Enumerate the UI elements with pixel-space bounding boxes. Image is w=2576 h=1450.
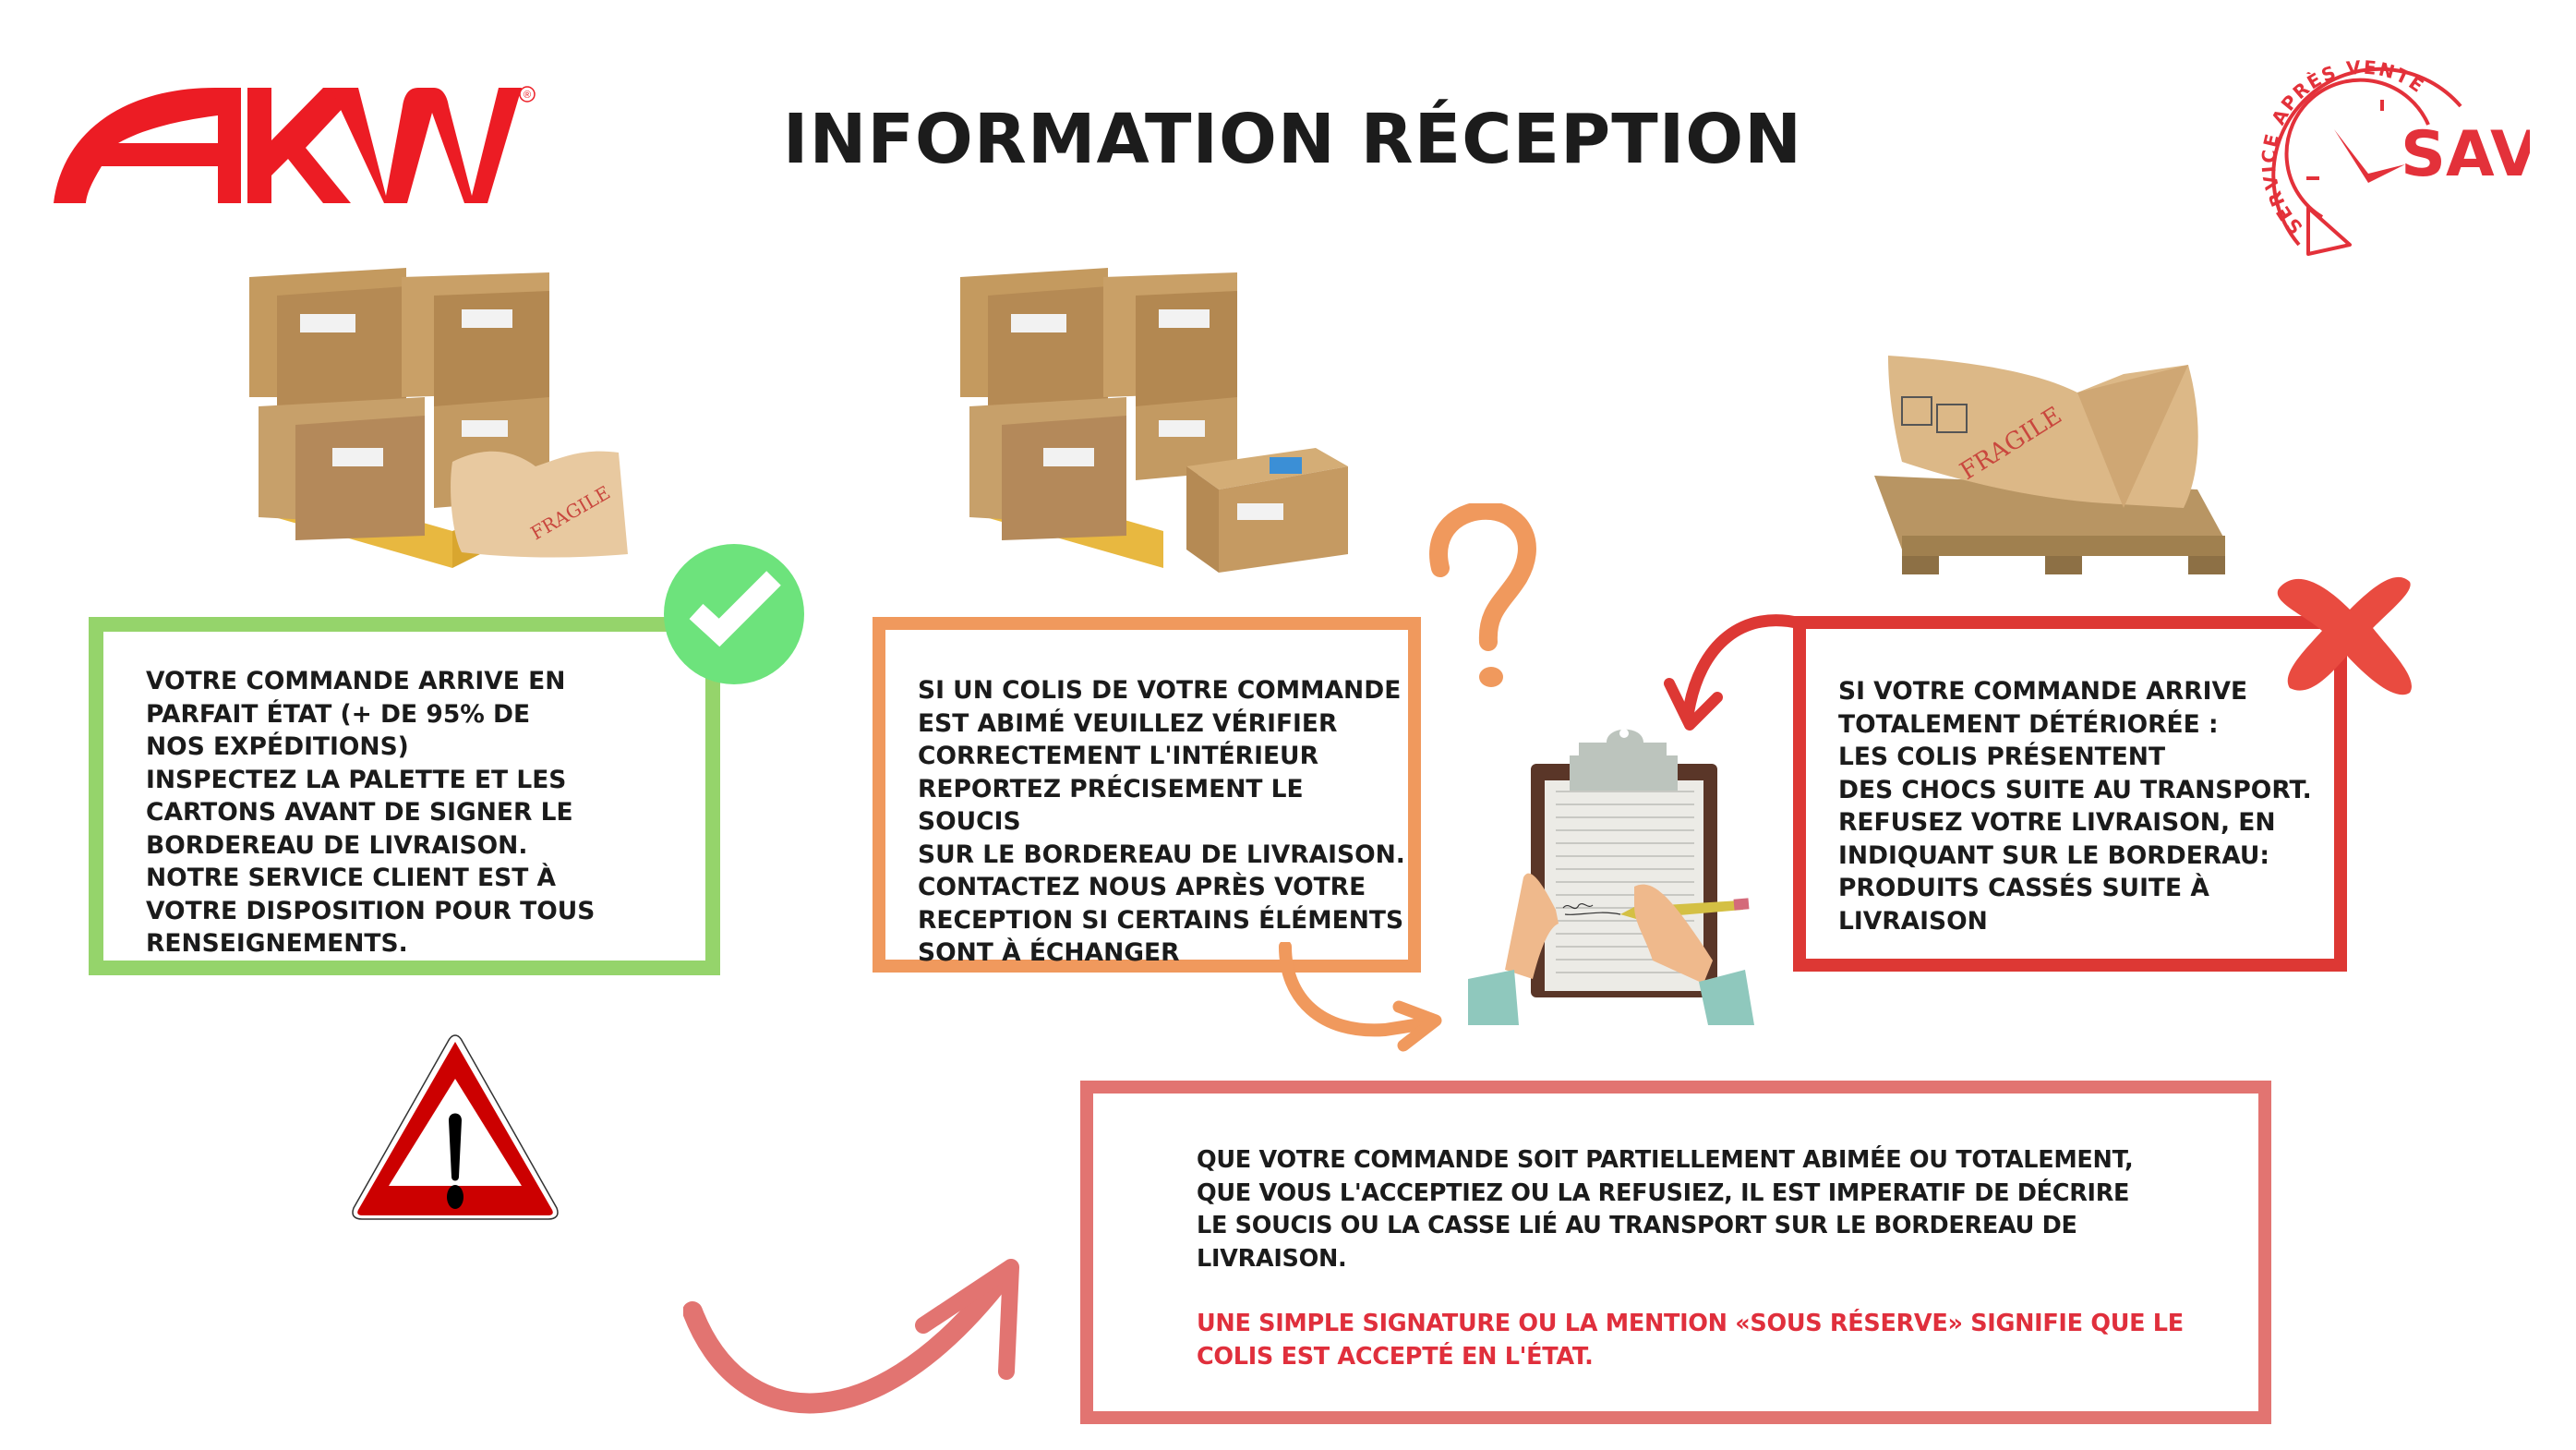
text-line: NOS EXPÉDITIONS)	[146, 732, 409, 761]
text-line: LIVRAISON	[1838, 906, 1988, 936]
text-line: REPORTEZ PRÉCISEMENT LE SOUCIS	[918, 774, 1304, 837]
text-line: QUE VOTRE COMMANDE SOIT PARTIELLEMENT AB…	[1197, 1146, 2134, 1174]
text-line: DES CHOCS SUITE AU TRANSPORT.	[1838, 775, 2312, 804]
pink-curved-arrow-icon	[683, 1247, 1053, 1450]
text-line: EST ABIMÉ VEUILLEZ VÉRIFIER	[918, 708, 1338, 738]
text-line: RENSEIGNEMENTS.	[146, 929, 408, 958]
text-line: TOTALEMENT DÉTÉRIORÉE :	[1838, 709, 2219, 739]
text-line: SONT À ÉCHANGER	[918, 938, 1180, 967]
good-condition-text: VOTRE COMMANDE ARRIVE EN PARFAIT ÉTAT (+…	[146, 665, 595, 961]
warning-text: QUE VOTRE COMMANDE SOIT PARTIELLEMENT AB…	[1197, 1144, 2184, 1373]
orange-curved-arrow-icon	[1274, 942, 1450, 1062]
alert-line: COLIS EST ACCEPTÉ EN L'ÉTAT.	[1197, 1342, 1594, 1371]
alert-text: UNE SIMPLE SIGNATURE OU LA MENTION «SOUS…	[1197, 1308, 2184, 1373]
important-warning-box: QUE VOTRE COMMANDE SOIT PARTIELLEMENT AB…	[1080, 1081, 2271, 1424]
warning-triangle-icon	[349, 1033, 561, 1222]
crushed-parcel-illustration: FRAGILE	[1847, 323, 2271, 600]
text-line: LES COLIS PRÉSENTENT	[1838, 743, 2166, 771]
text-line: PARFAIT ÉTAT (+ DE 95% DE	[146, 699, 531, 729]
clipboard-signature-icon	[1468, 720, 1782, 1034]
alert-line: UNE SIMPLE SIGNATURE OU LA MENTION «SOUS…	[1197, 1310, 2184, 1337]
partial-damage-box: SI UN COLIS DE VOTRE COMMANDE EST ABIMÉ …	[873, 617, 1421, 973]
text-line: BORDEREAU DE LIVRAISON.	[146, 830, 528, 860]
check-circle-icon	[663, 543, 805, 685]
text-line: SI VOTRE COMMANDE ARRIVE	[1838, 677, 2248, 706]
text-line: INSPECTEZ LA PALETTE ET LES	[146, 765, 567, 794]
text-line: QUE VOUS L'ACCEPTIEZ OU LA REFUSIEZ, IL …	[1197, 1178, 2130, 1207]
text-line: RECEPTION SI CERTAINS ÉLÉMENTS	[918, 905, 1404, 935]
sav-logo: SERVICE APRÈS VENTE SAV	[2253, 55, 2530, 268]
text-line: CARTONS AVANT DE SIGNER LE	[146, 798, 573, 827]
pallet-damaged-parcel-illustration: FRAGILE	[240, 259, 683, 573]
text-line: SI UN COLIS DE VOTRE COMMANDE	[918, 676, 1402, 705]
registered-mark: ®	[524, 90, 531, 101]
text-line: REFUSEZ VOTRE LIVRAISON, EN	[1838, 808, 2276, 837]
text-line: NOTRE SERVICE CLIENT EST À	[146, 864, 557, 892]
text-line: CORRECTEMENT L'INTÉRIEUR	[918, 742, 1318, 770]
total-damage-box: SI VOTRE COMMANDE ARRIVE TOTALEMENT DÉTÉ…	[1793, 616, 2347, 972]
question-mark-icon	[1422, 503, 1542, 697]
partial-damage-text: SI UN COLIS DE VOTRE COMMANDE EST ABIMÉ …	[918, 674, 1408, 970]
text-line: LIVRAISON.	[1197, 1244, 1347, 1273]
akw-logo: ®	[54, 83, 589, 212]
text-line: LE SOUCIS OU LA CASSE LIÉ AU TRANSPORT S…	[1197, 1212, 2077, 1239]
red-curved-arrow-icon	[1662, 605, 1810, 734]
sav-acronym: SAV	[2401, 118, 2530, 191]
text-line: INDIQUANT SUR LE BORDERAU:	[1838, 840, 2270, 870]
text-line: PRODUITS CASSÉS SUITE À	[1838, 874, 2209, 902]
text-line: SUR LE BORDEREAU DE LIVRAISON.	[918, 840, 1405, 869]
text-line: VOTRE COMMANDE ARRIVE EN	[146, 667, 566, 695]
total-damage-text: SI VOTRE COMMANDE ARRIVE TOTALEMENT DÉTÉ…	[1838, 675, 2312, 937]
pallet-extra-parcel-illustration	[951, 259, 1394, 573]
good-condition-box: VOTRE COMMANDE ARRIVE EN PARFAIT ÉTAT (+…	[89, 617, 720, 975]
text-line: CONTACTEZ NOUS APRÈS VOTRE	[918, 873, 1366, 901]
x-cross-icon	[2262, 559, 2428, 707]
text-line: VOTRE DISPOSITION POUR TOUS	[146, 896, 596, 925]
page-title: INFORMATION RÉCEPTION	[782, 100, 1803, 179]
